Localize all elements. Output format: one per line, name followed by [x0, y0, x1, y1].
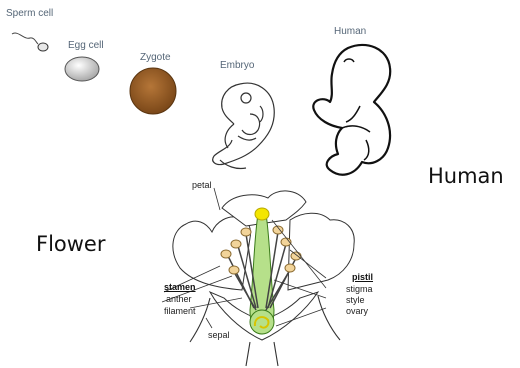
- style-label: style: [346, 295, 365, 305]
- embryo-illustration: [200, 76, 290, 176]
- sperm-cell-illustration: [10, 26, 50, 56]
- zygote-label: Zygote: [140, 52, 171, 63]
- egg-cell-illustration: [62, 54, 102, 84]
- embryo-label: Embryo: [220, 60, 254, 71]
- sepal-label: sepal: [208, 330, 230, 340]
- stigma-label: stigma: [346, 284, 373, 294]
- ovary: [250, 310, 274, 334]
- human-section-label: Human: [428, 164, 504, 188]
- petal-label: petal: [192, 180, 212, 190]
- egg-cell-label: Egg cell: [68, 40, 104, 51]
- stamen-label: stamen: [164, 282, 196, 292]
- sperm-cell-label: Sperm cell: [6, 8, 53, 19]
- flower-section-label: Flower: [36, 232, 106, 256]
- flower-diagram: [150, 180, 380, 368]
- human-fetus-illustration: [300, 40, 420, 180]
- zygote-illustration: [128, 66, 178, 116]
- pistil-label: pistil: [352, 272, 373, 282]
- sepal-right: [318, 296, 340, 340]
- anther-label: anther: [166, 294, 192, 304]
- human-fetus-label: Human: [334, 26, 366, 37]
- stigma: [255, 208, 269, 220]
- ovary-label: ovary: [346, 306, 368, 316]
- filament-label: filament: [164, 306, 196, 316]
- petal-right: [288, 213, 354, 290]
